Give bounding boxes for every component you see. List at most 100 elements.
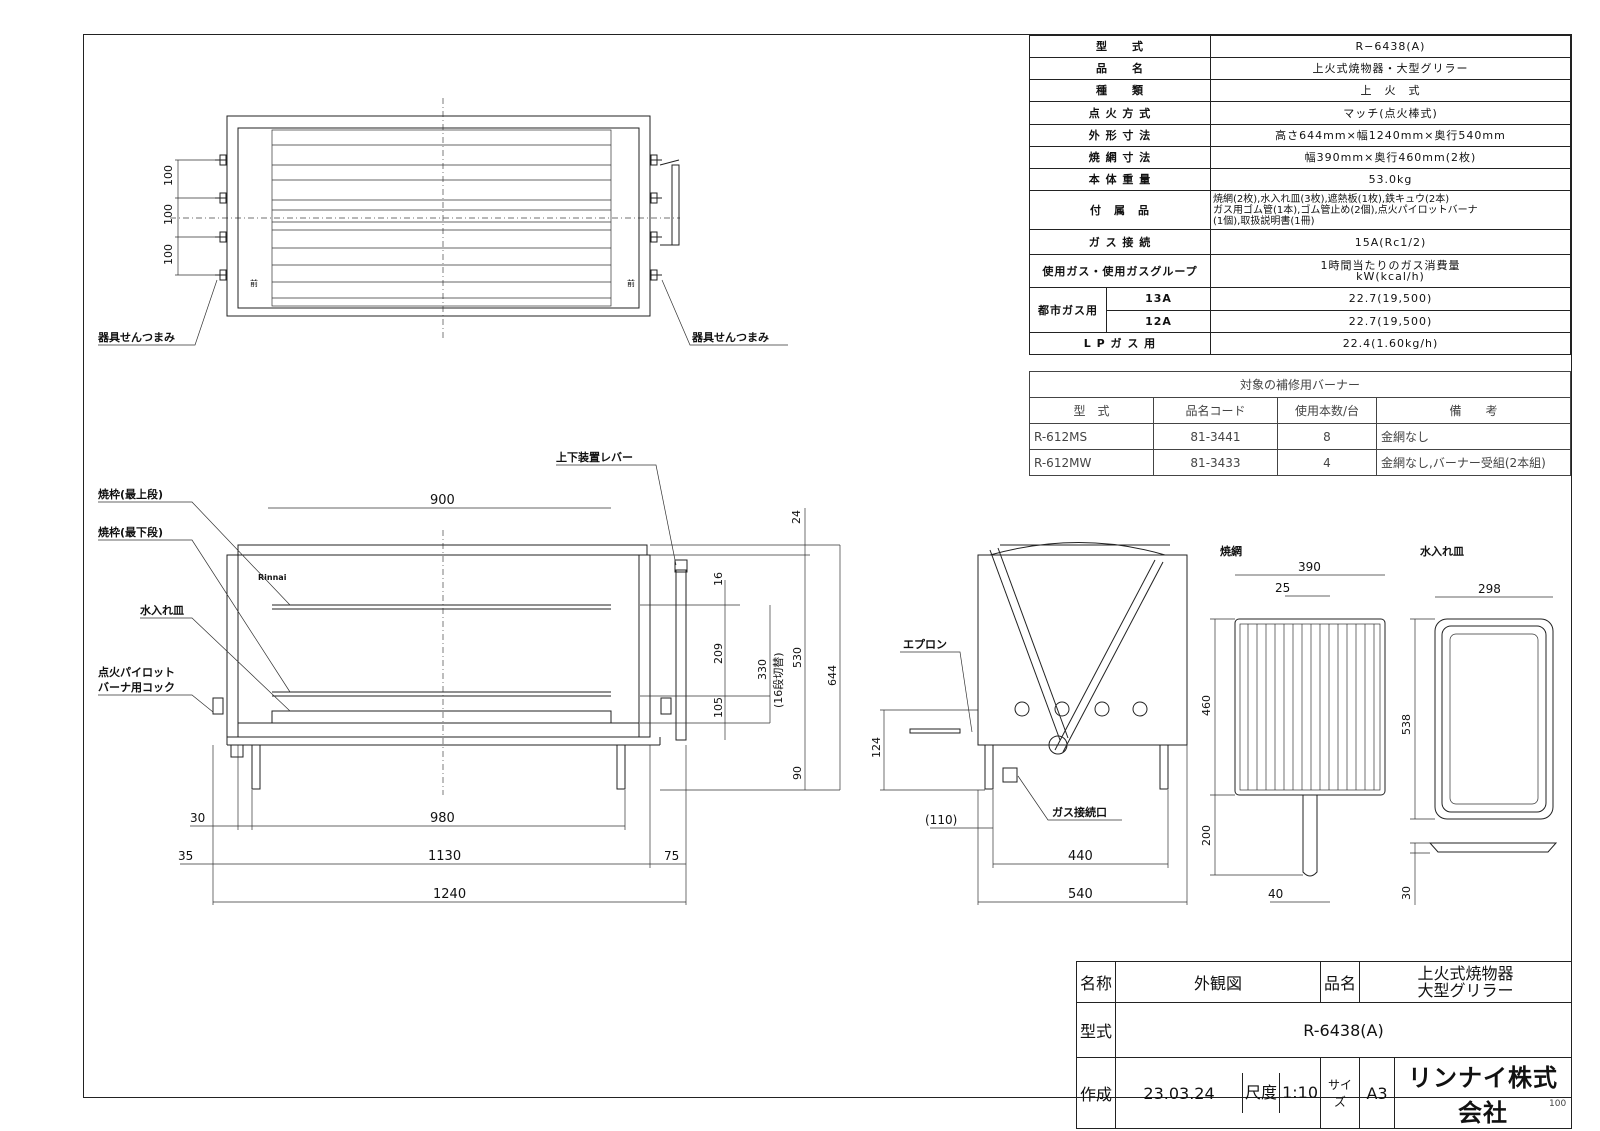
front-view: Rinnai 900 24 16 209 105 330 (16段切替) 530… [98, 450, 841, 905]
label-pilot-1: 点火パイロット [98, 665, 175, 679]
spec-outer-value: 高さ644mm×幅1240mm×奥行540mm [1210, 124, 1571, 147]
corner-mark: 100 [1549, 1099, 1567, 1109]
dim-644: 644 [826, 665, 839, 686]
dim-pitch-3: 100 [162, 244, 175, 265]
title-product-line2: 大型グリラー [1417, 981, 1514, 1000]
spec-model-value: R−6438(A) [1210, 35, 1571, 58]
title-company: リンナイ株式会社 [1394, 1057, 1572, 1129]
dim-24: 24 [790, 510, 803, 524]
spec-accessories-line3: (1個),取扱説明書(1冊) [1213, 215, 1315, 227]
table-row: R-612MS 81-3441 8 金網なし [1029, 423, 1571, 450]
title-name-label: 名称 [1076, 961, 1116, 1003]
dim-35: 35 [178, 849, 193, 863]
title-size-value: A3 [1359, 1057, 1395, 1129]
spec-type-label: 種 類 [1029, 79, 1211, 102]
label-apron: エプロン [903, 637, 947, 651]
water-tray-view: 水入れ皿 298 538 30 [1400, 544, 1558, 905]
dim-pitch-1: 100 [162, 165, 175, 186]
top-view: 前 前 100 100 100 器具せんつまみ 器具せんつまみ [97, 98, 788, 346]
burner-cell: 金網なし,バーナー受組(2本組) [1376, 449, 1571, 476]
dim-90: 90 [791, 766, 804, 780]
spec-city-label-text: 都市ガス用 [1038, 303, 1098, 317]
dim-110: (110) [925, 813, 957, 827]
spec-type-value: 上 火 式 [1210, 79, 1571, 102]
label-pilot-2: バーナ用コック [98, 681, 175, 694]
burner-cell: 金網なし [1376, 423, 1571, 450]
burner-header-model: 型 式 [1029, 397, 1154, 424]
burner-cell: 4 [1277, 449, 1377, 476]
title-scale-label: 尺度 [1242, 1073, 1279, 1113]
dim-530: 530 [791, 647, 804, 668]
title-model-value: R-6438(A) [1115, 1002, 1572, 1058]
dim-440: 440 [1068, 849, 1093, 864]
burner-table: 対象の補修用バーナー 型 式 品名コード 使用本数/台 備 考 R-612MS … [1029, 371, 1571, 476]
dim-200: 200 [1200, 825, 1213, 846]
spec-name-value: 上火式焼物器・大型グリラー [1210, 57, 1571, 80]
spec-city-12a-value: 22.7(19,500) [1210, 309, 1571, 333]
dim-40: 40 [1268, 887, 1283, 901]
dim-330: 330 [756, 659, 769, 680]
spec-gas-conn-value: 15A(Rc1/2) [1210, 229, 1571, 255]
spec-accessories-label: 付 属 品 [1029, 190, 1211, 230]
dim-124: 124 [870, 737, 883, 758]
spec-accessories-value: 焼網(2枚),水入れ皿(3枚),遮熱板(1枚),鉄キュウ(2本) ガス用ゴム管(… [1210, 190, 1571, 230]
title-made-label: 作成 [1076, 1057, 1116, 1129]
title-block: 名称 外観図 品名 上火式焼物器 大型グリラー 型式 R-6438(A) 作成 … [1076, 961, 1572, 1129]
dim-16: 16 [712, 572, 725, 586]
title-name-value: 外観図 [1115, 961, 1321, 1003]
dim-pitch-2: 100 [162, 204, 175, 225]
dim-460: 460 [1200, 695, 1213, 716]
title-model-label: 型式 [1076, 1002, 1116, 1058]
side-view: 124 (110) 440 540 エプロン ガス接続口 [870, 542, 1188, 905]
grill-net-view: 焼網 390 25 460 200 40 [1200, 544, 1386, 903]
dim-900: 900 [430, 493, 455, 508]
label-lever: 上下装置レバー [556, 450, 633, 464]
title-product-line1: 上火式焼物器 [1417, 964, 1514, 983]
spec-accessories-line2: ガス用ゴム管(1本),ゴム管止め(2個),点火パイロットバーナ [1213, 204, 1478, 216]
dim-105: 105 [712, 697, 725, 718]
burner-title: 対象の補修用バーナー [1029, 371, 1571, 398]
title-product-value: 上火式焼物器 大型グリラー [1359, 961, 1572, 1003]
burner-header-note: 備 考 [1376, 397, 1571, 424]
spec-model-label: 型 式 [1029, 35, 1211, 58]
label-frame-bottom: 焼枠(最下段) [98, 525, 163, 539]
burner-cell: 81-3441 [1153, 423, 1278, 450]
dim-1130: 1130 [428, 849, 461, 864]
spec-gas-use-line2: kW(kcal/h) [1356, 270, 1425, 283]
burner-header-qty: 使用本数/台 [1277, 397, 1377, 424]
label-water-tray: 水入れ皿 [1420, 544, 1464, 558]
spec-accessories-line1: 焼網(2枚),水入れ皿(3枚),遮熱板(1枚),鉄キュウ(2本) [1213, 193, 1450, 205]
dim-30: 30 [190, 811, 205, 825]
spec-gas-use-value: 1時間当たりのガス消費量 kW(kcal/h) [1210, 254, 1571, 288]
label-frame-top: 焼枠(最上段) [98, 487, 163, 501]
spec-gas-conn-label: ガ ス 接 続 [1029, 229, 1211, 255]
spec-ignition-value: マッチ(点火棒式) [1210, 101, 1571, 125]
front-mark-left: 前 [250, 278, 258, 288]
brand-logo: Rinnai [258, 573, 287, 582]
dim-75: 75 [664, 849, 679, 863]
spec-gas-use-label: 使用ガス・使用ガスグループ [1029, 254, 1211, 288]
dim-209: 209 [712, 643, 725, 664]
dim-538: 538 [1400, 714, 1413, 735]
front-mark-right: 前 [627, 278, 635, 288]
dim-25: 25 [1275, 581, 1290, 595]
dim-298: 298 [1478, 582, 1501, 596]
title-scale-value: 1:10 [1279, 1073, 1320, 1113]
burner-cell: 81-3433 [1153, 449, 1278, 476]
title-product-label: 品名 [1320, 961, 1360, 1003]
spec-weight-value: 53.0kg [1210, 168, 1571, 191]
title-made-value: 23.03.24 [1143, 1083, 1215, 1103]
drawing-frame [83, 34, 1572, 1098]
spec-name-label: 品 名 [1029, 57, 1211, 80]
burner-header-code: 品名コード [1153, 397, 1278, 424]
title-size-label: サイズ [1320, 1057, 1360, 1129]
spec-weight-label: 本 体 重 量 [1029, 168, 1211, 191]
burner-cell: R-612MW [1029, 449, 1154, 476]
burner-cell: 8 [1277, 423, 1377, 450]
label-knob-left: 器具せんつまみ [97, 331, 175, 344]
spec-outer-label: 外 形 寸 法 [1029, 124, 1211, 147]
label-grill-net: 焼網 [1220, 544, 1242, 558]
label-knob-right: 器具せんつまみ [691, 331, 769, 344]
